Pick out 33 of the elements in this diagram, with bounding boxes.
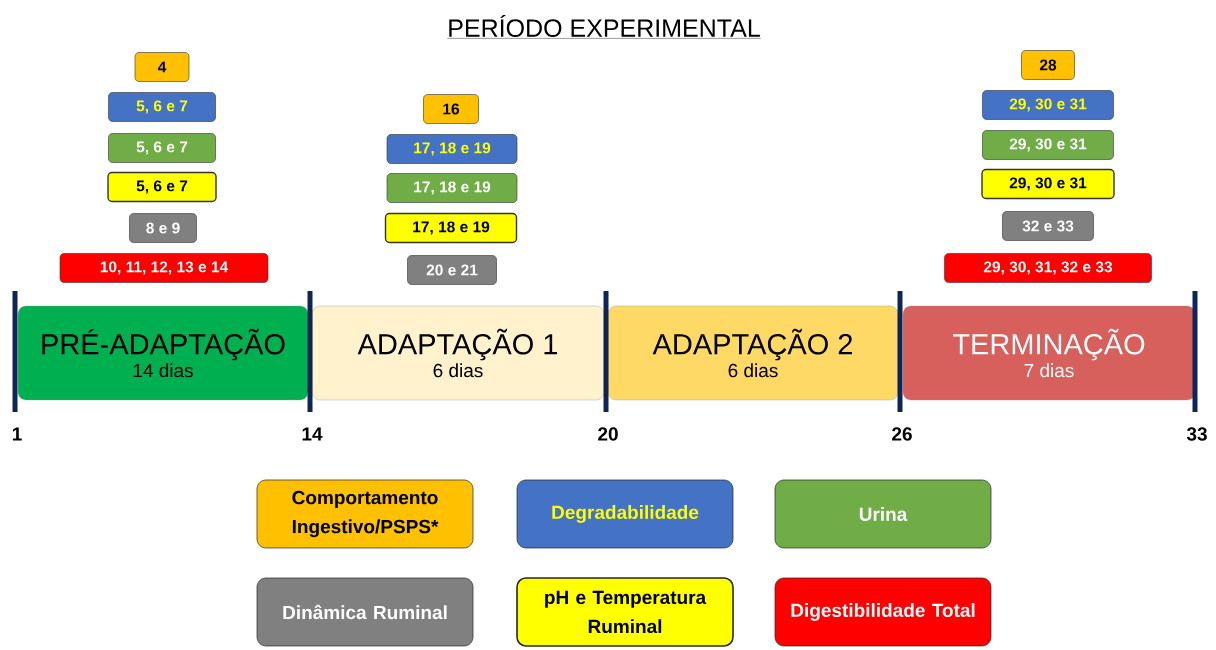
day-number: 26 <box>892 427 912 441</box>
day-number: 20 <box>598 427 618 441</box>
day-box: 5, 6 e 7 <box>107 171 217 203</box>
phase-box: ADAPTAÇÃO 1 6 dias <box>311 305 605 401</box>
phase-box: ADAPTAÇÃO 2 6 dias <box>607 305 899 401</box>
day-box: 5, 6 e 7 <box>108 133 216 163</box>
day-box: 5, 6 e 7 <box>108 92 216 122</box>
day-number: 14 <box>302 427 323 441</box>
legend-box: Digestibilidade Total <box>774 577 992 647</box>
day-box: 29, 30 e 31 <box>982 90 1114 120</box>
legend-box: Urina <box>774 479 992 549</box>
day-box: 4 <box>134 52 190 82</box>
day-box: 17, 18 e 19 <box>384 212 518 244</box>
day-box: 29, 30 e 31 <box>981 168 1115 200</box>
phase-box: TERMINAÇÃO 7 dias <box>902 305 1196 401</box>
phase-box: PRÉ-ADAPTAÇÃO 14 dias <box>17 305 309 401</box>
day-box: 29, 30, 31, 32 e 33 <box>944 253 1152 283</box>
day-box: 17, 18 e 19 <box>386 134 518 164</box>
day-box: 16 <box>423 94 479 124</box>
legend-box: Degradabilidade <box>516 479 734 549</box>
title: PERÍODO EXPERIMENTAL <box>447 15 761 39</box>
day-box: 32 e 33 <box>1002 211 1094 241</box>
day-number: 1 <box>12 427 22 441</box>
day-number: 33 <box>1186 427 1207 441</box>
legend-box: pH e Temperatura Ruminal <box>516 577 734 647</box>
day-box: 17, 18 e 19 <box>386 173 518 203</box>
day-box: 10, 11, 12, 13 e 14 <box>59 253 269 283</box>
day-box: 29, 30 e 31 <box>982 130 1114 160</box>
legend-box: Dinâmica Ruminal <box>256 577 474 647</box>
day-box: 8 e 9 <box>129 213 197 243</box>
day-box: 28 <box>1021 50 1075 80</box>
legend-box: Comportamento Ingestivo/PSPS* <box>256 479 474 549</box>
day-box: 20 e 21 <box>407 255 497 285</box>
